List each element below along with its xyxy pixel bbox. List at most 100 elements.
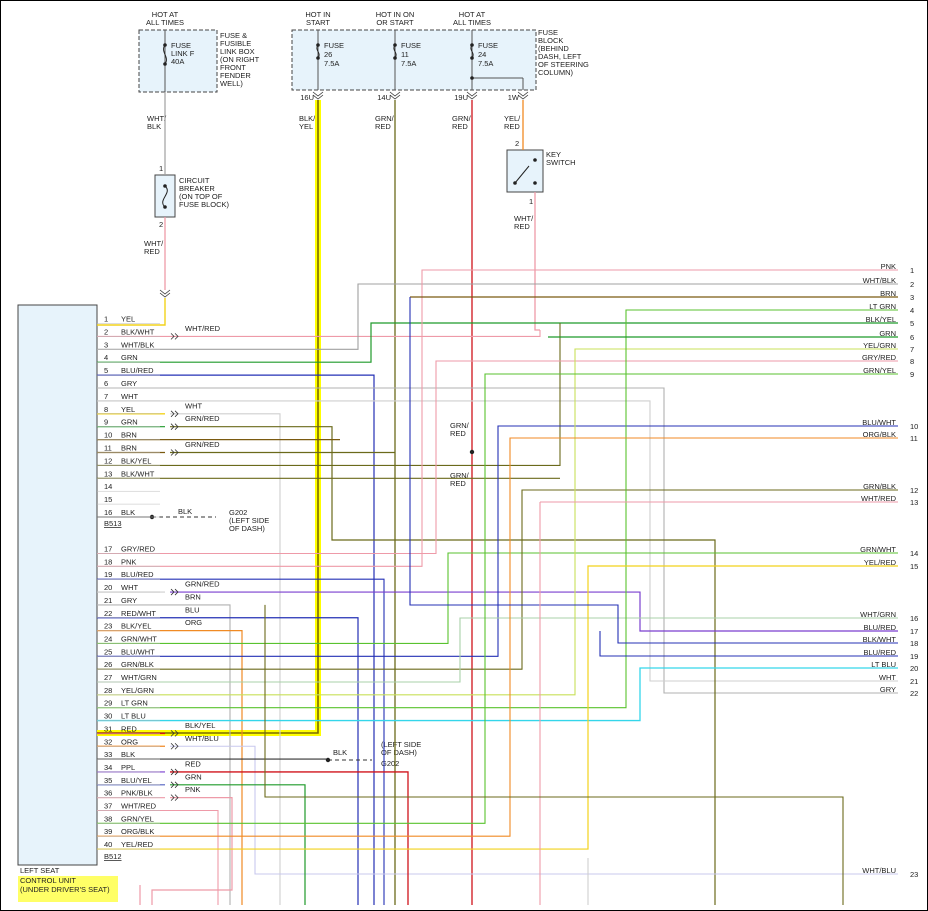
splice-label: ORG [185, 618, 202, 627]
control-unit-label-1: CONTROL UNIT [20, 876, 76, 885]
pin-number: 17 [104, 545, 112, 554]
inline-connector [170, 794, 179, 801]
control-unit-label-2: (UNDER DRIVER'S SEAT) [20, 885, 110, 894]
wire-pin39 [97, 437, 898, 837]
pin-color-label: WHT [121, 583, 138, 592]
pin-number: 33 [104, 750, 112, 759]
pin-color-label: YEL/GRN [121, 686, 154, 695]
wire-label-grn-red-mid1-1: RED [450, 429, 466, 438]
pin-number: 19 [104, 570, 112, 579]
wire-pin38 [97, 373, 898, 824]
inline-connector [170, 781, 179, 789]
key-switch-desc-1: SWITCH [546, 158, 576, 167]
fuse-box-desc-0: FUSE & [220, 31, 247, 40]
wire-label-yel-red-0: YEL/ [504, 114, 521, 123]
wire-pin17 [97, 360, 898, 555]
fuse-block-desc-5: COLUMN) [538, 68, 574, 77]
fuse-block [291, 29, 537, 91]
right-pin-number: 16 [910, 614, 918, 623]
right-pin-color-label: BLU/RED [863, 623, 896, 632]
right-pin-color-label: PNK [881, 262, 896, 271]
wire-pin35-out [170, 784, 306, 905]
circuit-breaker-desc-2: (ON TOP OF [179, 192, 223, 201]
wire-label-grn-red-mid2-1: RED [450, 479, 466, 488]
wire-label-grn-red-a-0: GRN/ [375, 114, 395, 123]
pin-color-label: ORG/BLK [121, 827, 154, 836]
pin-color-label: BLK [121, 750, 135, 759]
wire-label-wht-red-ks-1: RED [514, 222, 530, 231]
wire-label-blk-yel-1: YEL [299, 122, 313, 131]
fuse-0-line2: 7.5A [324, 59, 339, 68]
fuse-link-line2: 40A [171, 57, 184, 66]
header-0-line2: ALL TIMES [146, 18, 184, 27]
left-seat-control-unit [17, 304, 98, 866]
wire-pin23 [97, 629, 243, 905]
right-pin-number: 5 [910, 319, 914, 328]
header-2-line2: OR START [376, 18, 414, 27]
control-unit-label-0: LEFT SEAT [20, 866, 60, 875]
pin-number: 8 [104, 405, 108, 414]
pin-number: 26 [104, 660, 112, 669]
wire-label-wht-red-ks-0: WHT/ [514, 214, 534, 223]
wire-label-blk-yel-0: BLK/ [299, 114, 316, 123]
wire-label-grn-red-mid1-0: GRN/ [450, 421, 470, 430]
header-2-line1: HOT IN ON [376, 10, 415, 19]
pin-number: 38 [104, 814, 112, 823]
wire-blk-wht-18 [409, 297, 898, 644]
pin-number: 37 [104, 802, 112, 811]
wire-pin26 [97, 489, 898, 670]
pin-number: 24 [104, 634, 112, 643]
ground-bottom-wire: BLK [333, 748, 347, 757]
right-pin-number: 15 [910, 562, 918, 571]
wire-pin1-yel [97, 298, 166, 326]
pin-color-label: ORG [121, 737, 138, 746]
pin-number: 36 [104, 789, 112, 798]
ground-top-desc-1: (LEFT SIDE [229, 516, 269, 525]
fuse-box-desc-1: FUSIBLE [220, 39, 251, 48]
fuse-2-line0: FUSE [478, 41, 498, 50]
pin-color-label: GRN/BLK [121, 660, 154, 669]
pin-color-label: WHT [121, 392, 138, 401]
wire-pin24 [97, 552, 898, 645]
pin-number: 34 [104, 763, 112, 772]
wire-blu-red-19 [599, 631, 898, 657]
right-pin-color-label: BLU/RED [863, 648, 896, 657]
ground-bottom-desc-1: OF DASH) [381, 748, 417, 757]
pin-number: 7 [104, 392, 108, 401]
pin-number: 11 [104, 444, 112, 453]
fuse-block-connectors [312, 91, 529, 100]
pin-number: 25 [104, 647, 112, 656]
wire-label-grn-red-b-0: GRN/ [452, 114, 472, 123]
pin-number: 28 [104, 686, 112, 695]
right-pin-number: 11 [910, 434, 918, 443]
right-pin-number: 7 [910, 345, 914, 354]
pin-color-label: BLU/RED [121, 570, 154, 579]
wire-pin2 [97, 330, 541, 337]
splice-label: WHT/BLU [185, 734, 219, 743]
inline-connector [170, 742, 179, 750]
wire-pin29 [97, 309, 898, 709]
pin-number: 14 [104, 482, 112, 491]
header-1-line1: HOT IN [305, 10, 330, 19]
wire-pin27 [97, 617, 898, 683]
pin-color-label: BRN [121, 444, 137, 453]
wire-pin34-out [170, 771, 409, 905]
pin-number: 32 [104, 737, 112, 746]
pin-number: 40 [104, 840, 112, 849]
wire-pin19 [97, 578, 385, 905]
inline-connector [170, 730, 179, 737]
pin-number: 29 [104, 699, 112, 708]
fuse-box-desc-4: FRONT [220, 63, 246, 72]
pin-color-label: BRN [121, 431, 137, 440]
right-pin-number: 10 [910, 422, 918, 431]
pin-color-label: LT GRN [121, 699, 148, 708]
fuse-1-line0: FUSE [401, 41, 421, 50]
inline-connector [170, 449, 179, 456]
pin-color-label: BLU/WHT [121, 647, 155, 656]
pin-color-label: YEL/RED [121, 840, 154, 849]
fuse-24-symbol [470, 43, 474, 80]
right-pin-number: 22 [910, 689, 918, 698]
pin-number: 3 [104, 340, 108, 349]
right-pin-color-label: WHT/RED [861, 494, 897, 503]
